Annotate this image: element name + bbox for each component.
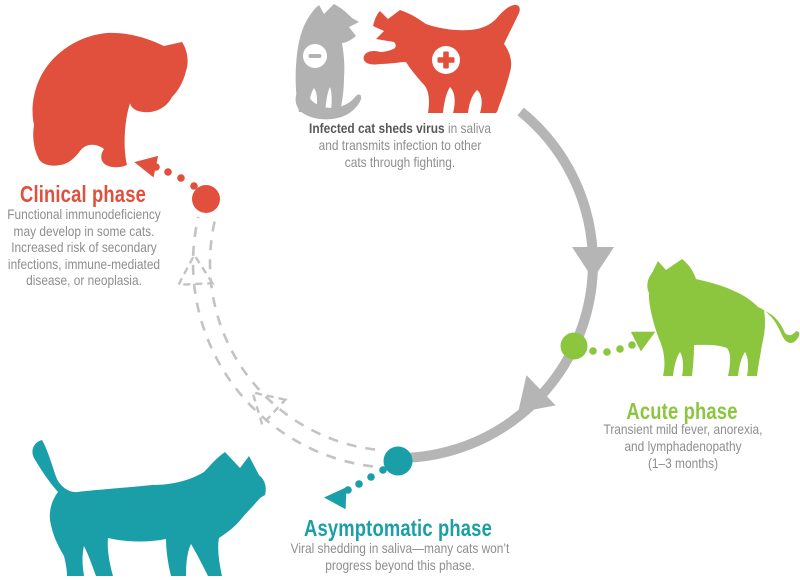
asymptomatic-phase-description: Viral shedding in saliva—many cats won’t… <box>264 540 536 574</box>
clinical-phase-description: Functional immunodeficiency may develop … <box>0 206 169 289</box>
text-line: may develop in some cats. <box>13 222 155 239</box>
acute-connector <box>560 331 656 360</box>
minus-icon <box>303 44 327 68</box>
text-line: and lymphadenopathy <box>624 438 742 454</box>
clinical-phase-title: Clinical phase <box>20 181 146 207</box>
text-line: disease, or neoplasia. <box>26 272 142 288</box>
acute-phase-title: Acute phase <box>626 398 738 424</box>
asymptomatic-node-dot <box>383 446 413 476</box>
transmission-caption: Infected cat sheds virus in saliva and t… <box>290 120 511 171</box>
text-line: (1–3 months) <box>647 455 719 471</box>
acute-node-dot <box>560 332 588 360</box>
text-line: progress beyond this phase. <box>325 557 475 573</box>
acute-arrow-icon <box>630 331 656 352</box>
dashed-return-path <box>176 216 376 468</box>
return-chevron-icon <box>250 390 288 427</box>
text-line: cats through fighting. <box>344 154 456 170</box>
cycle-arc <box>401 107 614 463</box>
plus-icon <box>432 46 460 74</box>
transmission-lead: Infected cat sheds virus <box>309 120 445 136</box>
text-line: Functional immunodeficiency <box>7 206 161 222</box>
arc-arrow-icon <box>518 375 556 413</box>
text-line: Increased risk of secondary <box>11 239 157 255</box>
text-line: and transmits infection to other <box>318 137 482 153</box>
asymptomatic-connector <box>324 446 413 510</box>
asymptomatic-cat-icon <box>32 440 266 576</box>
asymptomatic-phase-title: Asymptomatic phase <box>304 515 492 541</box>
text-line: Transient mild fever, anorexia, <box>603 421 763 437</box>
return-chevron-icon <box>176 252 215 287</box>
acute-cat-icon <box>647 259 800 376</box>
acute-phase-description: Transient mild fever, anorexia, and lymp… <box>581 421 785 472</box>
transmission-lead-line: Infected cat sheds virus in saliva <box>309 120 491 136</box>
clinical-cat-icon <box>32 32 188 168</box>
clinical-node-dot <box>192 185 220 213</box>
clinical-arrow-icon <box>134 155 159 178</box>
text-line: infections, immune-mediated <box>7 255 161 272</box>
asymptomatic-arrow-icon <box>324 487 347 510</box>
text-line: Viral shedding in saliva—many cats won’t <box>290 540 510 556</box>
infected-cat-icon <box>363 4 520 113</box>
arc-arrow-icon <box>572 247 614 279</box>
uninfected-cat-icon <box>295 4 362 120</box>
clinical-connector <box>134 155 220 213</box>
